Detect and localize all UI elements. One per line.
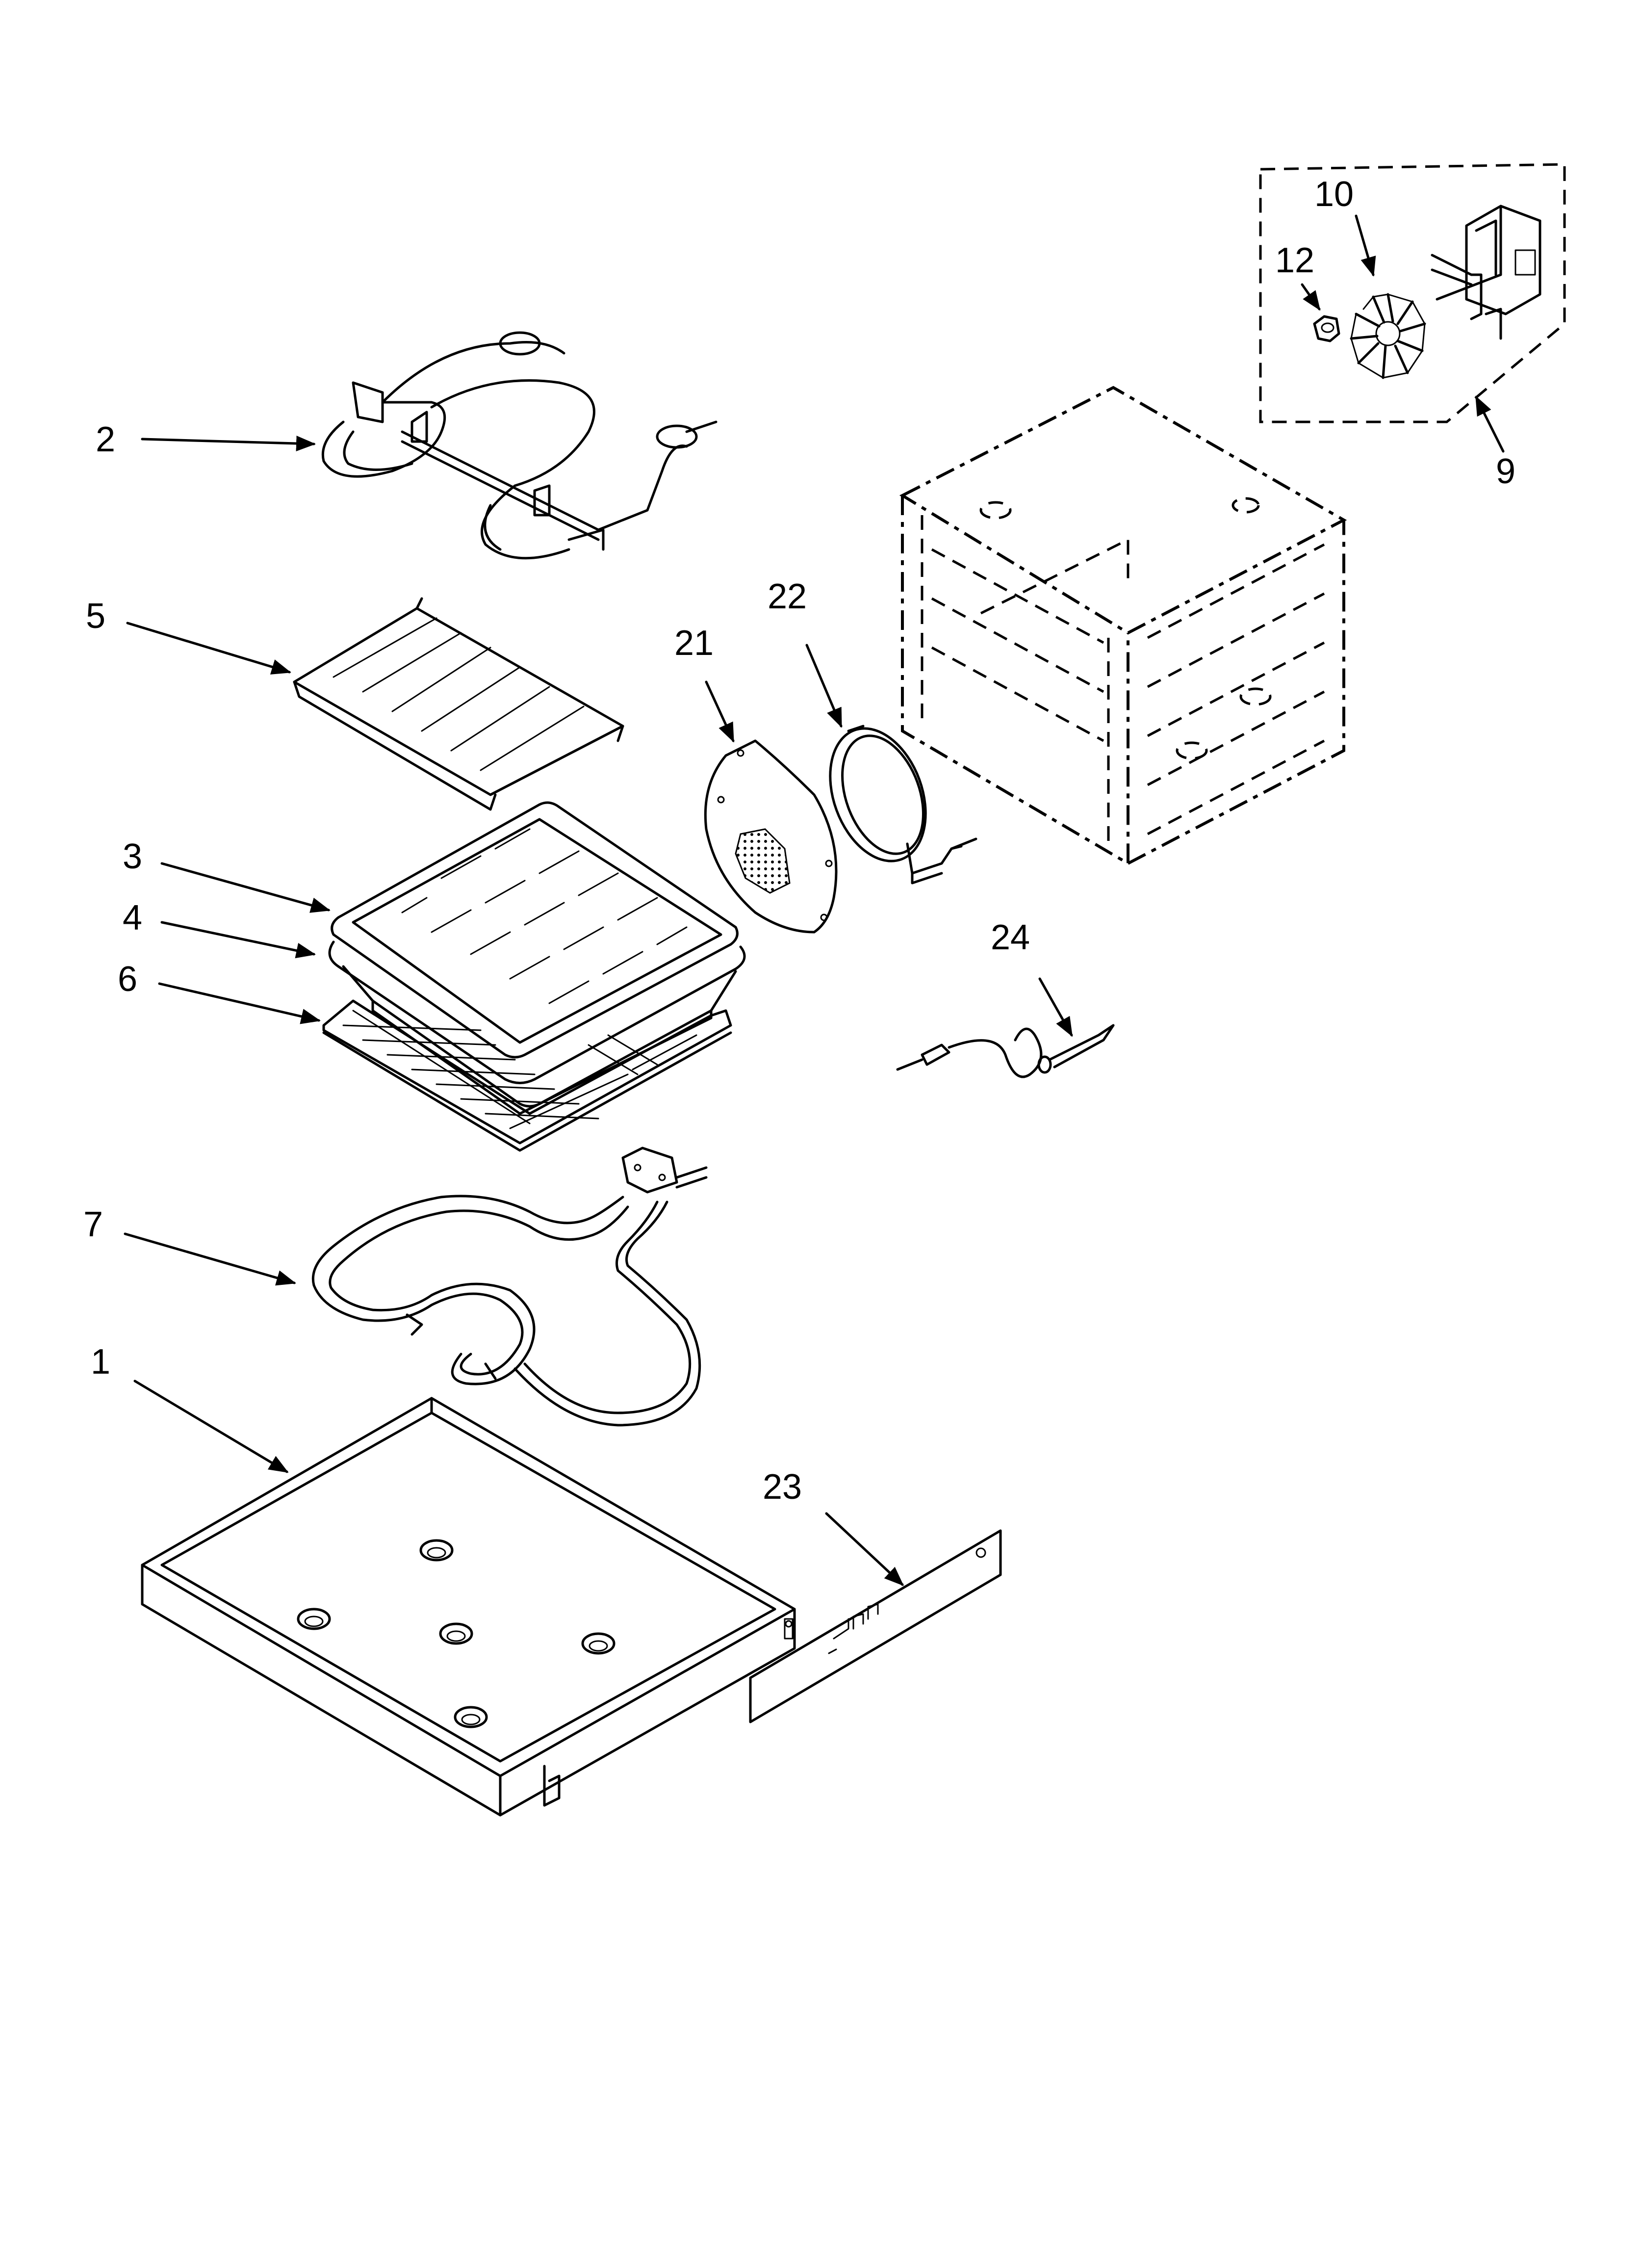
callout-1: 1 — [91, 1342, 110, 1382]
broiler-pan-insert — [331, 801, 739, 1059]
callout-22: 22 — [768, 577, 807, 616]
tray-hole — [581, 1632, 616, 1655]
leader-1 — [133, 1380, 289, 1473]
callout-21: 21 — [674, 624, 714, 663]
heat-deflector — [293, 597, 624, 811]
leader-6 — [158, 982, 321, 1024]
leader-10 — [1355, 214, 1376, 277]
callout-2: 2 — [96, 420, 115, 459]
leader-3 — [160, 862, 331, 913]
callout-12: 12 — [1275, 241, 1314, 280]
bottom-tray — [141, 1397, 796, 1817]
callout-7: 7 — [83, 1205, 103, 1244]
leader-lines — [124, 214, 1505, 1586]
callout-24: 24 — [991, 918, 1030, 957]
callout-9: 9 — [1496, 452, 1515, 491]
tray-hole — [454, 1706, 488, 1728]
callout-3: 3 — [123, 837, 142, 876]
leader-12 — [1301, 283, 1321, 311]
leader-21 — [705, 680, 735, 743]
leader-4 — [160, 921, 316, 959]
leader-24 — [1038, 977, 1073, 1037]
fan-motor-assembly — [1259, 163, 1566, 423]
bake-element — [311, 1147, 708, 1427]
tray-hole — [439, 1622, 473, 1645]
callout-4: 4 — [123, 898, 142, 938]
callout-10: 10 — [1314, 175, 1354, 214]
callout-5: 5 — [86, 597, 105, 636]
tray-hole — [297, 1608, 331, 1630]
leader-5 — [126, 622, 291, 675]
trim-strip — [749, 1529, 1002, 1723]
callout-23: 23 — [763, 1467, 802, 1507]
leader-23 — [825, 1512, 904, 1586]
leader-22 — [805, 644, 843, 728]
leader-2 — [141, 435, 316, 451]
meat-probe — [896, 1024, 1115, 1078]
fan-blade — [1350, 293, 1426, 379]
leader-9 — [1475, 395, 1505, 453]
tray-hole — [419, 1539, 454, 1562]
fan-nut — [1313, 315, 1340, 342]
fan-motor — [1431, 205, 1541, 340]
fan-cover — [704, 739, 838, 934]
broil-element — [321, 331, 718, 560]
oven-rack — [322, 999, 732, 1152]
oven-cavity — [899, 386, 1347, 866]
callout-6: 6 — [118, 960, 137, 999]
callout-labels: 2 5 3 4 6 7 1 21 22 24 23 10 12 9 — [83, 175, 1515, 1507]
convection-element — [829, 725, 977, 885]
leader-7 — [124, 1232, 296, 1286]
